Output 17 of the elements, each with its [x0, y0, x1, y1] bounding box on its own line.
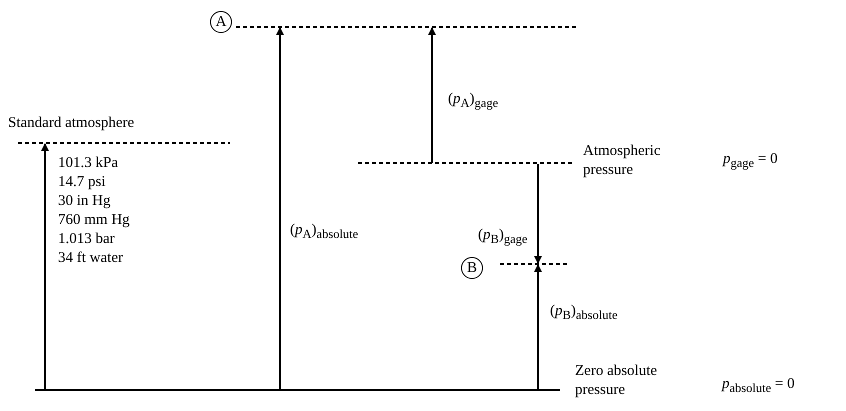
label-text: (p$_{B}$)$_{gage}$: [478, 226, 528, 248]
label-text: Atmospheric pressure: [583, 142, 662, 180]
point-marker: A: [210, 11, 232, 33]
label-text: 30 in Hg: [58, 192, 110, 211]
label-text: (p$_{A}$)$_{absolute}$: [290, 221, 358, 243]
point-marker: B: [461, 257, 483, 279]
label-text: (p$_{B}$)$_{absolute}$: [550, 302, 618, 324]
label-text: 34 ft water: [58, 249, 123, 268]
label-text: Standard atmosphere: [8, 114, 134, 133]
label-text: 1.013 bar: [58, 230, 115, 249]
label-text: 101.3 kPa: [58, 154, 118, 173]
label-text: p$_{gage}$ = 0: [723, 150, 778, 172]
label-text: Zero absolute pressure: [575, 362, 658, 400]
label-text: (p$_{A}$)$_{gage}$: [448, 90, 498, 112]
label-text: 14.7 psi: [58, 173, 106, 192]
label-text: 760 mm Hg: [58, 211, 130, 230]
label-text: p$_{absolute}$ = 0: [722, 375, 795, 397]
